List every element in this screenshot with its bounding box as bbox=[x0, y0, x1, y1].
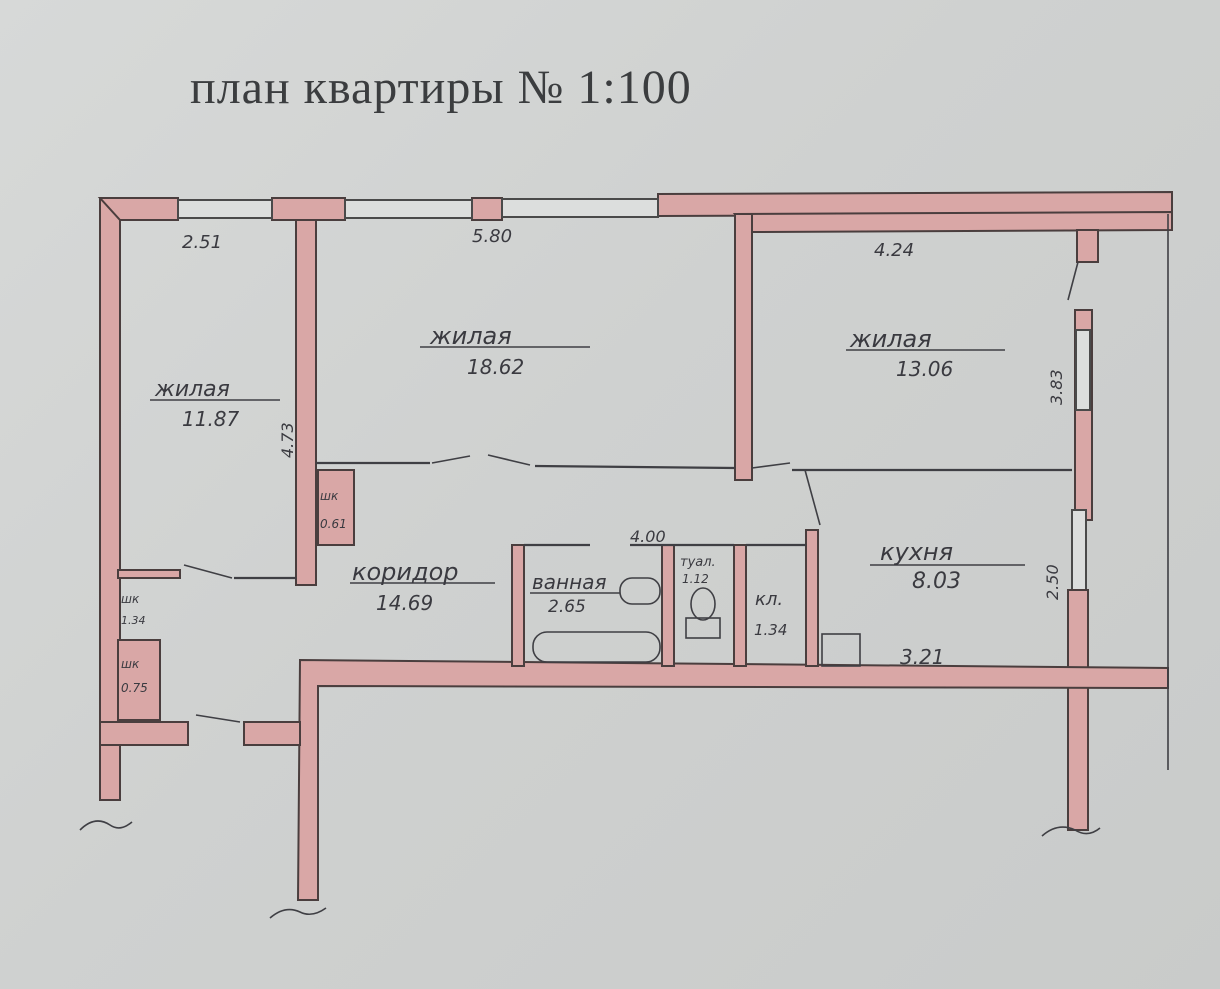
closet-labels: шк 0.61 шк 1.34 шк 0.75 bbox=[121, 489, 347, 695]
room-name: коридор bbox=[352, 558, 459, 586]
wall-top-left bbox=[97, 197, 179, 221]
wall-partition-2 bbox=[734, 213, 753, 481]
room-name: кл. bbox=[755, 589, 783, 610]
room-area: 2.65 bbox=[548, 597, 586, 617]
wall-top-pier-2 bbox=[471, 197, 503, 221]
room-area: 14.69 bbox=[376, 591, 433, 615]
window-2 bbox=[344, 199, 473, 219]
closet-area: 0.61 bbox=[320, 517, 347, 531]
plan-title: план квартиры № 1:100 bbox=[190, 61, 692, 114]
wall-top-mid-pier bbox=[271, 197, 346, 221]
room-name: жилая bbox=[154, 377, 230, 402]
closet-name: шк bbox=[121, 657, 140, 671]
wall-right-top bbox=[1076, 229, 1099, 263]
wall-kl-right bbox=[805, 529, 819, 667]
room-name: туал. bbox=[680, 555, 716, 570]
dimension: 4.24 bbox=[874, 240, 914, 261]
room-name: кухня bbox=[880, 538, 953, 566]
room-name: ванная bbox=[532, 570, 606, 594]
wall-bottom bbox=[296, 658, 1169, 901]
wall-closet-left-2 bbox=[117, 639, 161, 721]
dimension: 3.83 bbox=[1047, 369, 1066, 405]
room-area: 8.03 bbox=[912, 569, 961, 594]
wall-wc-right bbox=[733, 544, 747, 667]
dimension: 2.50 bbox=[1043, 564, 1062, 600]
closet-name: шк bbox=[320, 489, 339, 503]
closet-area: 0.75 bbox=[121, 681, 148, 695]
dimension: 3.21 bbox=[900, 645, 945, 669]
dimension: 2.51 bbox=[182, 232, 222, 253]
room-area: 13.06 bbox=[896, 357, 953, 381]
room-name: жилая bbox=[429, 322, 512, 350]
room-area: 11.87 bbox=[182, 407, 240, 431]
room-labels: жилая 11.87 жилая 18.62 жилая 13.06 кори… bbox=[154, 322, 961, 639]
dimension-labels: 2.51 5.80 4.24 4.73 3.83 4.00 3.21 2.50 bbox=[182, 226, 1066, 669]
wall-lower-left-1 bbox=[99, 721, 189, 746]
sink bbox=[619, 577, 661, 605]
walls bbox=[97, 190, 1173, 901]
closet-area: 1.34 bbox=[121, 614, 146, 627]
room-area: 1.34 bbox=[754, 621, 787, 639]
toilet-cistern bbox=[685, 617, 721, 639]
window-5 bbox=[1071, 509, 1087, 591]
bathtub bbox=[532, 631, 661, 663]
room-area: 18.62 bbox=[467, 355, 524, 379]
stove bbox=[821, 633, 861, 667]
wall-right-lower bbox=[1067, 589, 1089, 831]
closet-name: шк bbox=[121, 592, 140, 606]
wall-partition-1 bbox=[295, 219, 317, 586]
wall-closet-left-1 bbox=[117, 569, 181, 579]
toilet-bowl bbox=[690, 587, 716, 621]
dimension: 4.00 bbox=[630, 527, 666, 546]
wall-closet-top bbox=[317, 469, 355, 546]
window-4 bbox=[1075, 329, 1091, 411]
room-area: 1.12 bbox=[682, 572, 709, 586]
window-3 bbox=[501, 198, 659, 218]
wall-top-right-inner bbox=[732, 210, 1173, 234]
dimension: 4.73 bbox=[278, 422, 297, 458]
window-1 bbox=[177, 199, 273, 219]
wall-bath-right bbox=[661, 544, 675, 667]
room-name: жилая bbox=[849, 325, 932, 353]
dimension: 5.80 bbox=[472, 226, 512, 247]
wall-lower-left-2 bbox=[243, 721, 301, 746]
partitions bbox=[79, 214, 1169, 919]
wall-bath-left bbox=[511, 544, 525, 667]
